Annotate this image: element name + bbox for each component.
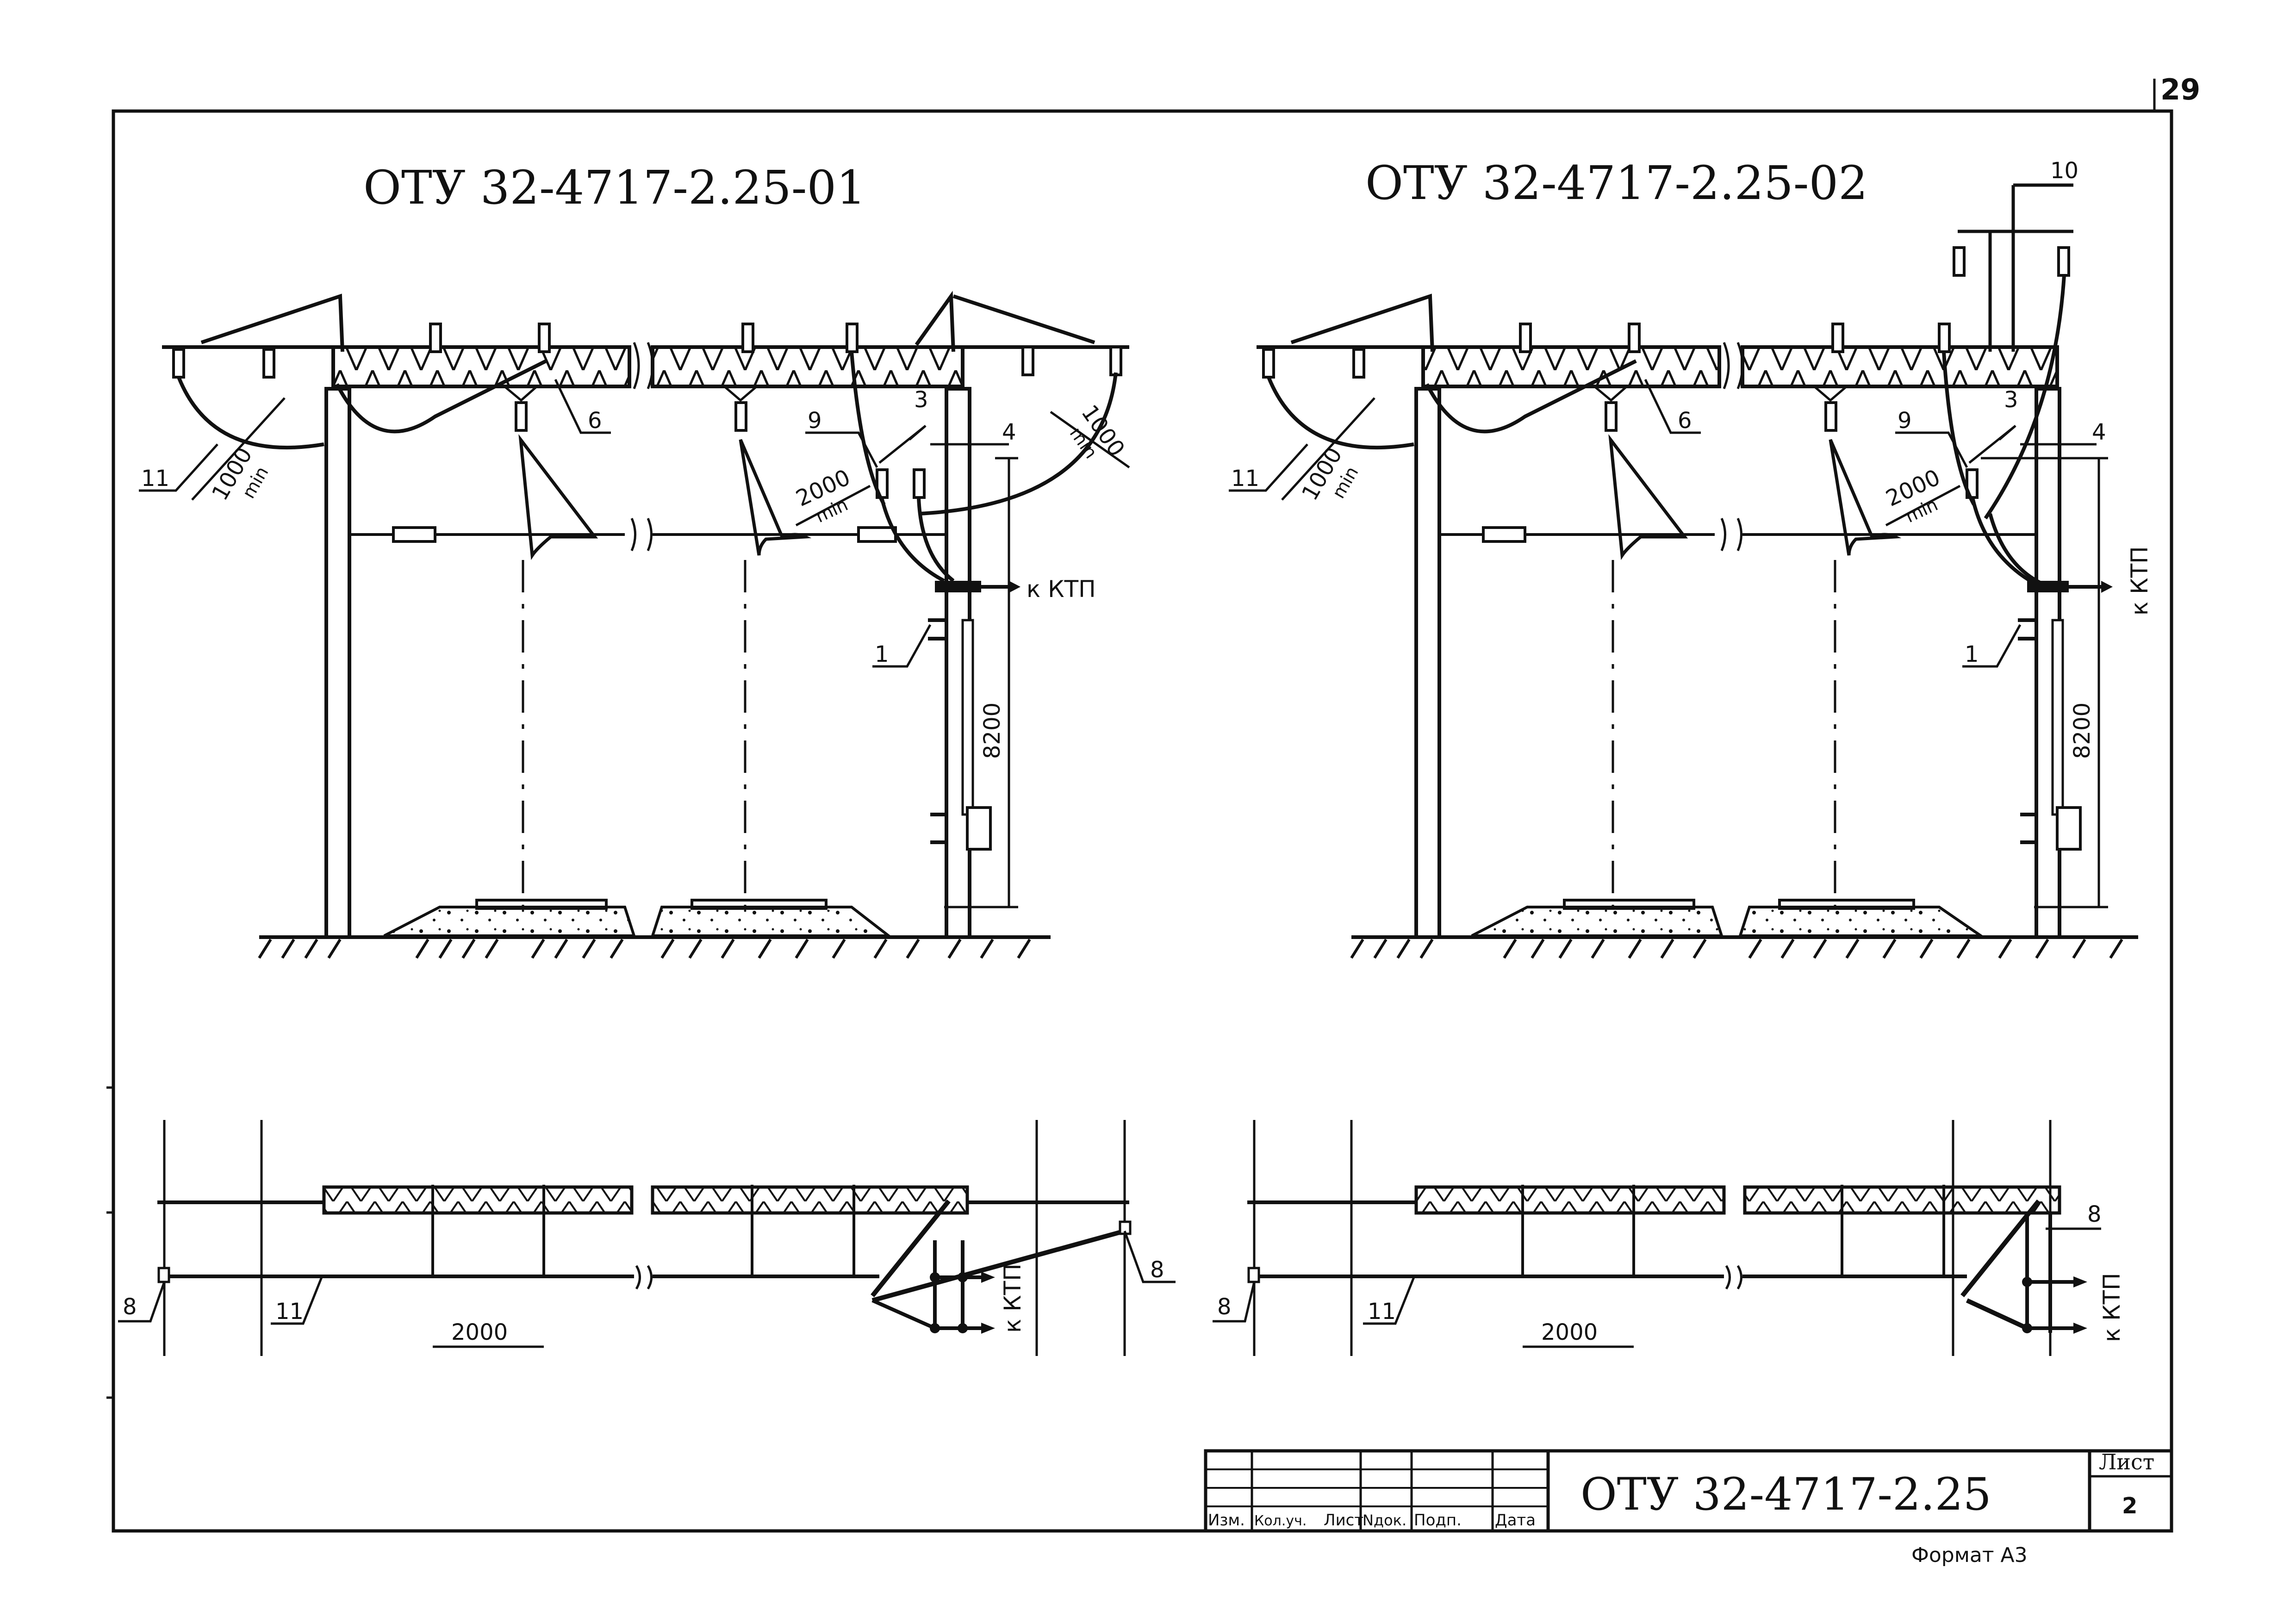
callout-3: 3 (914, 387, 928, 413)
page-number: 29 (2160, 73, 2200, 106)
plan-dim-2000-right: 2000 (1541, 1319, 1598, 1345)
left-plan-view: к КТП 8 8 11 2000 (118, 1120, 1176, 1356)
ballast-prism (650, 906, 893, 937)
tb-col-izm: Изм. (1208, 1511, 1245, 1530)
callout-1-right: 1 (1965, 641, 1979, 667)
plan-to-ktp-right: к КТП (2098, 1273, 2125, 1342)
right-plan-view: к КТП 8 8 11 2000 (1213, 1120, 2125, 1356)
to-ktp-label-right: к КТП (2126, 546, 2153, 616)
ballast-prism (383, 906, 636, 937)
plan-callout-11-right: 11 (1368, 1299, 1396, 1325)
plan-callout-11: 11 (275, 1299, 304, 1325)
callout-1: 1 (875, 641, 889, 667)
callout-6-right: 6 (1678, 408, 1692, 434)
format-label: Формат А3 (1911, 1543, 2028, 1567)
crossbeam-truss (651, 345, 964, 388)
tb-col-podp: Подп. (1414, 1511, 1462, 1530)
tb-doc-code: ОТУ 32-4717-2.25 (1580, 1468, 1991, 1520)
tb-sheet-label: Лист (2099, 1449, 2154, 1474)
plan-to-ktp: к КТП (999, 1263, 1026, 1333)
drawing-frame (106, 79, 2173, 1533)
left-variant-title: ОТУ 32-4717-2.25-01 (363, 161, 866, 215)
dim-8200-left: 8200 (979, 703, 1005, 759)
plan-callout-8-left-b: 8 (1217, 1294, 1232, 1320)
to-ktp-label: к КТП (1027, 576, 1096, 603)
support-pole (324, 387, 351, 939)
callout-9: 9 (808, 408, 822, 434)
ground-hatch (258, 939, 1031, 959)
title-block: Изм. Кол.уч. Лист Nдок. Подп. Дата ОТУ 3… (1204, 1449, 2173, 1567)
callout-4-right: 4 (2092, 419, 2106, 445)
callout-6: 6 (588, 408, 602, 434)
plan-callout-8-right-b: 8 (2087, 1201, 2102, 1227)
right-elevation-view: 10 к КТП (1229, 158, 2153, 959)
tb-sheet-number: 2 (2122, 1493, 2137, 1519)
plan-dim-2000-left: 2000 (451, 1319, 508, 1345)
crossbeam-truss (331, 345, 631, 388)
plan-callout-8-left: 8 (123, 1294, 137, 1320)
tb-col-data: Дата (1495, 1511, 1536, 1530)
left-elevation-view: к КТП 1000 min 1000 min 2000 min 8200 11… (139, 291, 1130, 959)
callout-11-right: 11 (1231, 466, 1259, 491)
dim-8200-right: 8200 (2069, 703, 2095, 759)
callout-3-right: 3 (2004, 387, 2018, 413)
callout-9-right: 9 (1898, 408, 1912, 434)
right-variant-title: ОТУ 32-4717-2.25-02 (1365, 156, 1868, 210)
insulator-set (172, 323, 1122, 499)
tb-col-list: Лист (1324, 1511, 1363, 1530)
tb-col-kol: Кол.уч. (1254, 1513, 1307, 1529)
plan-callout-8-right: 8 (1150, 1257, 1164, 1283)
tb-col-ndok: Nдок. (1363, 1511, 1406, 1529)
callout-11: 11 (141, 466, 169, 491)
callout-10: 10 (2050, 158, 2078, 184)
callout-4: 4 (1002, 419, 1016, 445)
